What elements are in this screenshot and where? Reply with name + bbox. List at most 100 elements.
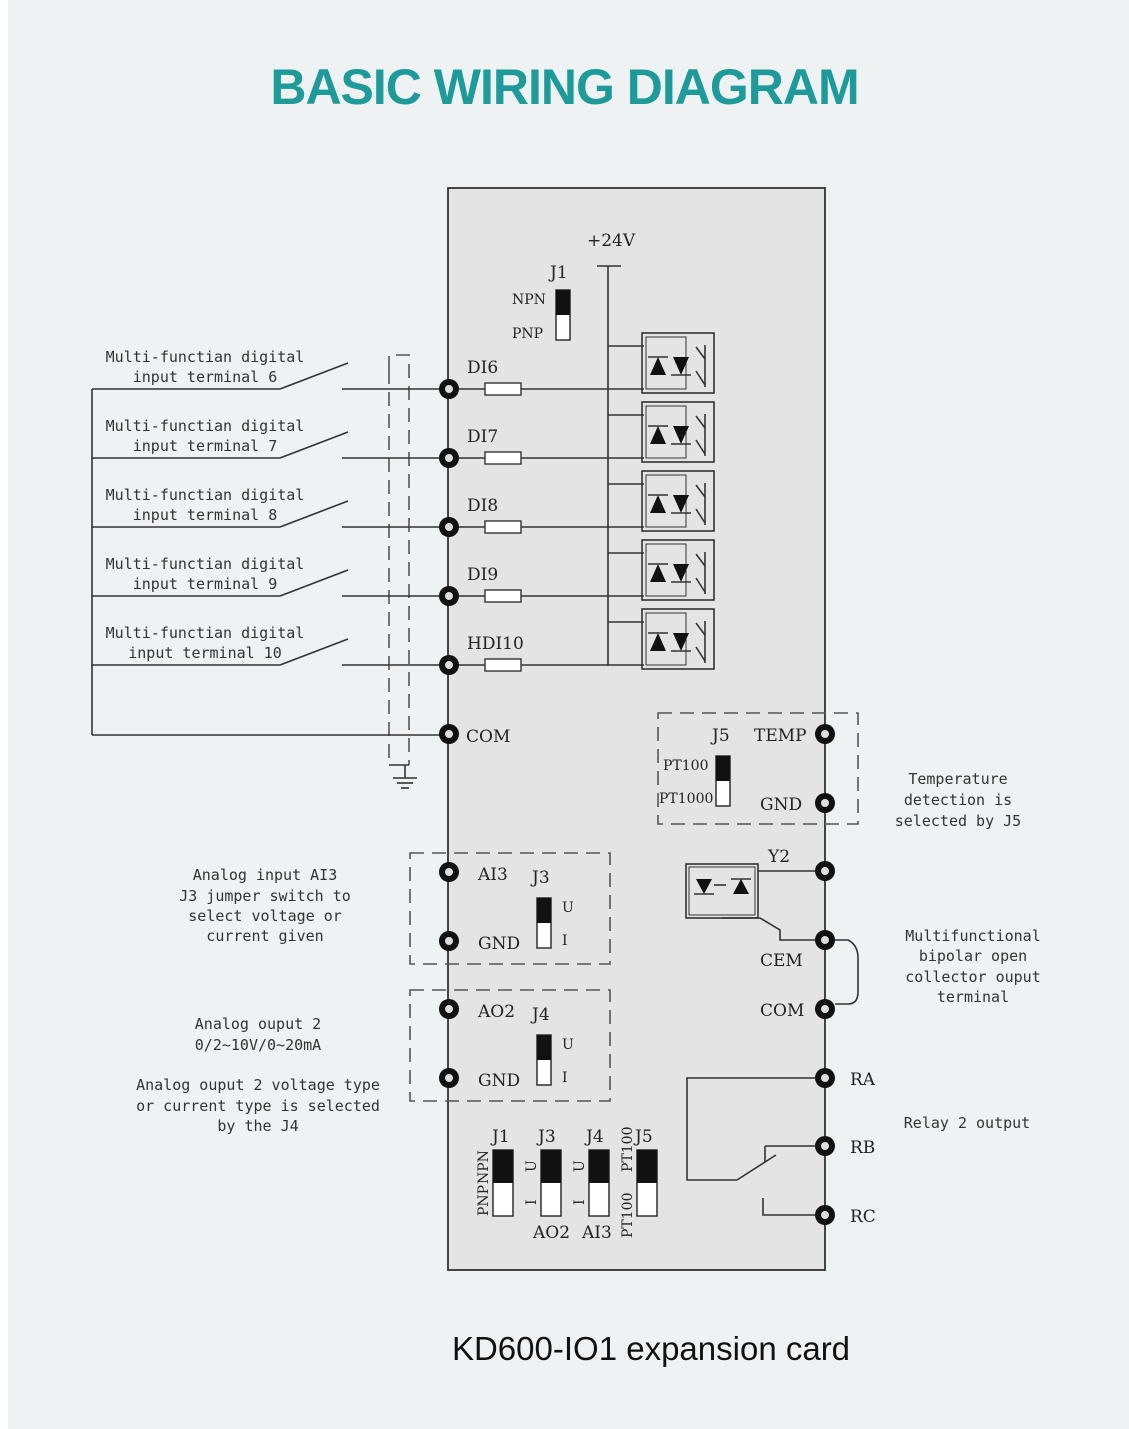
j5-note-2: detection is bbox=[904, 791, 1012, 809]
di-note-line1: Multi-functian digital bbox=[106, 348, 305, 366]
y2-note-3: collector ouput bbox=[905, 968, 1040, 986]
rc-label: RC bbox=[850, 1207, 876, 1227]
di-resistor bbox=[484, 451, 522, 465]
temp-label: TEMP bbox=[754, 726, 807, 746]
j5-label: J5 bbox=[710, 726, 730, 746]
cable-shield bbox=[388, 354, 410, 765]
bank-j5-label: J5 bbox=[633, 1127, 653, 1147]
cem-label: CEM bbox=[760, 951, 803, 971]
di-note-line2: input terminal 7 bbox=[133, 437, 278, 455]
bank-j3-u-label: U bbox=[524, 1160, 540, 1172]
y2-note-1: Multifunctional bbox=[905, 927, 1040, 945]
y2-note-4: terminal bbox=[937, 988, 1009, 1006]
ai3-section bbox=[409, 852, 611, 965]
ao2-note-3: Analog ouput 2 voltage type bbox=[136, 1076, 380, 1094]
rb-label: RB bbox=[850, 1138, 875, 1158]
relay-coil-wire bbox=[686, 1077, 815, 1181]
di-switch bbox=[279, 638, 349, 666]
expansion-card-board bbox=[447, 187, 826, 1271]
di-switch bbox=[279, 362, 349, 390]
bank-j3-i-label: I bbox=[524, 1199, 540, 1205]
j1-pnp-label: PNP bbox=[512, 326, 543, 342]
di-note-line1: Multi-functian digital bbox=[106, 486, 305, 504]
ao2-note-4: or current type is selected bbox=[136, 1097, 380, 1115]
j3-i-label: I bbox=[562, 933, 568, 949]
ra-label: RA bbox=[850, 1070, 876, 1090]
j5-note-3: selected by J5 bbox=[895, 812, 1021, 830]
di-resistor bbox=[484, 658, 522, 672]
ao2-note-2: 0/2~10V/0~20mA bbox=[195, 1036, 321, 1054]
ao2-gnd-label: GND bbox=[478, 1071, 520, 1091]
com-label: COM bbox=[466, 727, 510, 747]
di-terminal-label: DI6 bbox=[467, 358, 498, 378]
diagram-title: BASIC WIRING DIAGRAM bbox=[270, 59, 859, 115]
di-switch bbox=[279, 431, 349, 459]
di-terminal-label: HDI10 bbox=[467, 634, 524, 654]
bank-j4-label: J4 bbox=[584, 1127, 604, 1147]
j5-pt1000-label: PT1000 bbox=[659, 791, 713, 807]
ai3-note-4: current given bbox=[206, 927, 323, 945]
j1-npn-label: NPN bbox=[512, 292, 546, 308]
j1-label: J1 bbox=[548, 263, 568, 283]
di-optocoupler bbox=[641, 401, 715, 463]
supply-label: +24V bbox=[587, 231, 636, 251]
bank-ai3-label: AI3 bbox=[581, 1223, 612, 1243]
di-note-line2: input terminal 6 bbox=[133, 368, 278, 386]
di-row: Multi-functian digital input terminal 6 DI… bbox=[91, 332, 715, 399]
j4-label: J4 bbox=[530, 1005, 550, 1025]
di-switch bbox=[279, 500, 349, 528]
y2-label: Y2 bbox=[767, 847, 790, 867]
di-row: Multi-functian digital input terminal 10 H… bbox=[91, 608, 715, 675]
y2-com-label: COM bbox=[760, 1001, 804, 1021]
di-resistor bbox=[484, 382, 522, 396]
j5-note-1: Temperature bbox=[908, 770, 1007, 788]
di-resistor bbox=[484, 520, 522, 534]
bank-j3-label: J3 bbox=[536, 1127, 556, 1147]
j5-pt100-label: PT100 bbox=[663, 758, 708, 774]
di-row: Multi-functian digital input terminal 8 DI… bbox=[91, 470, 715, 537]
di-terminal-label: DI8 bbox=[467, 496, 498, 516]
y2-note-2: bipolar open bbox=[919, 947, 1027, 965]
di-terminal-label: DI7 bbox=[467, 427, 498, 447]
bank-npn-label: NPN bbox=[476, 1150, 492, 1184]
ao2-note-5: by the J4 bbox=[217, 1117, 298, 1135]
bank-j4-u-label: U bbox=[572, 1160, 588, 1172]
di-note-line2: input terminal 8 bbox=[133, 506, 278, 524]
ai3-note-3: select voltage or bbox=[188, 907, 342, 925]
ai3-note-2: J3 jumper switch to bbox=[179, 887, 351, 905]
relay-note: Relay 2 output bbox=[904, 1114, 1030, 1132]
j4-u-label: U bbox=[562, 1037, 574, 1053]
ao2-section bbox=[409, 989, 611, 1102]
ai3-note-1: Analog input AI3 bbox=[193, 866, 338, 884]
ao2-label: AO2 bbox=[477, 1002, 515, 1022]
di-note-line1: Multi-functian digital bbox=[106, 624, 305, 642]
j5-section bbox=[657, 712, 859, 825]
j3-u-label: U bbox=[562, 900, 574, 916]
diagram-caption: KD600-IO1 expansion card bbox=[451, 1330, 851, 1367]
j1-jumper-position bbox=[556, 290, 570, 315]
bank-pt100-top-label: PT100 bbox=[620, 1127, 636, 1172]
di-resistor bbox=[484, 589, 522, 603]
di-optocoupler bbox=[641, 608, 715, 670]
di-note-line2: input terminal 10 bbox=[128, 644, 282, 662]
di-terminal-label: DI9 bbox=[467, 565, 498, 585]
di-row: Multi-functian digital input terminal 9 DI… bbox=[91, 539, 715, 606]
j3-label: J3 bbox=[530, 868, 550, 888]
bank-j1-label: J1 bbox=[490, 1127, 510, 1147]
bank-j4-i-label: I bbox=[572, 1199, 588, 1205]
di-note-line1: Multi-functian digital bbox=[106, 555, 305, 573]
ai3-gnd-label: GND bbox=[478, 934, 520, 954]
di-optocoupler bbox=[641, 539, 715, 601]
bank-pnp-label: PNP bbox=[476, 1185, 492, 1216]
di-optocoupler bbox=[641, 470, 715, 532]
bank-ao2-label: AO2 bbox=[532, 1223, 570, 1243]
di-note-line2: input terminal 9 bbox=[133, 575, 278, 593]
di-optocoupler bbox=[641, 332, 715, 394]
ai3-label: AI3 bbox=[477, 865, 508, 885]
j4-i-label: I bbox=[562, 1070, 568, 1086]
ao2-note-1: Analog ouput 2 bbox=[195, 1015, 321, 1033]
di-switch bbox=[279, 569, 349, 597]
j5-gnd-label: GND bbox=[760, 795, 802, 815]
